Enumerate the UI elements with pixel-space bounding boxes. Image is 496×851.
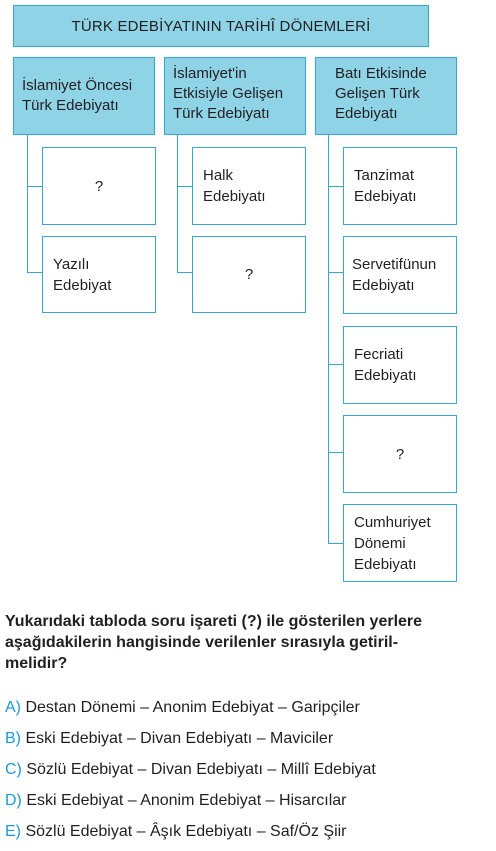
box-tanzimat: Tanzimat Edebiyatı (343, 147, 457, 225)
option-d[interactable]: D) Eski Edebiyat – Anonim Edebiyat – His… (5, 791, 347, 811)
box-text: ? (244, 266, 254, 283)
connector-line (328, 452, 343, 453)
box-text: Tanzimat (354, 167, 415, 184)
option-text: Sözlü Edebiyat – Divan Edebiyatı – Millî… (26, 761, 376, 778)
connector-line (328, 135, 329, 543)
header-western-influence: Batı Etkisinde Gelişen Türk Edebiyatı (315, 57, 457, 135)
box-republic-period: Cumhuriyet Dönemi Edebiyatı (343, 504, 457, 582)
box-text: Edebiyatı (354, 367, 417, 384)
connector-line (177, 135, 178, 272)
connector-line (27, 186, 42, 187)
box-servetifunun: Servetifünun Edebiyatı (343, 236, 457, 314)
connector-line (177, 272, 192, 273)
header-line: İslamiyet'in (173, 65, 247, 82)
option-c[interactable]: C) Sözlü Edebiyat – Divan Edebiyatı – Mi… (5, 760, 376, 780)
box-text: Yazılı (53, 255, 90, 273)
option-a[interactable]: A) Destan Dönemi – Anonim Edebiyat – Gar… (5, 698, 360, 718)
header-line: Türk Edebiyatı (173, 105, 270, 122)
header-line: İslamiyet Öncesi (22, 77, 133, 94)
question-line: aşağıdakilerin hangisinde verilenler sır… (5, 634, 399, 651)
box-text: Edebiyatı (352, 277, 415, 294)
diagram-title: TÜRK EDEBİYATININ TARİHÎ DÖNEMLERİ (13, 5, 429, 47)
box-text: Edebiyatı (354, 188, 417, 205)
box-text: Edebiyat (53, 276, 112, 294)
box-text: Cumhuriyet (354, 513, 431, 531)
header-line: Türk Edebiyatı (22, 97, 119, 114)
box-written-literature: Yazılı Edebiyat (42, 236, 156, 313)
question-line: Yukarıdaki tabloda soru işareti (?) ile … (5, 613, 423, 630)
option-letter: E) (5, 823, 21, 840)
header-line: Etkisiyle Gelişen (173, 85, 284, 102)
option-text: Destan Dönemi – Anonim Edebiyat – Garipç… (25, 699, 360, 716)
connector-line (328, 186, 343, 187)
option-b[interactable]: B) Eski Edebiyat – Divan Edebiyatı – Mav… (5, 729, 333, 749)
option-text: Eski Edebiyat – Divan Edebiyatı – Mavici… (25, 730, 334, 747)
box-text: Halk (203, 167, 234, 184)
connector-line (328, 364, 343, 365)
option-letter: A) (5, 699, 21, 716)
option-text: Sözlü Edebiyat – Âşık Edebiyatı – Saf/Öz… (25, 823, 347, 840)
option-e[interactable]: E) Sözlü Edebiyat – Âşık Edebiyatı – Saf… (5, 822, 347, 842)
connector-line (27, 135, 28, 272)
box-text: ? (94, 177, 104, 195)
header-line: Edebiyatı (335, 105, 398, 122)
box-fecriati: Fecriati Edebiyatı (343, 326, 457, 404)
header-pre-islamic: İslamiyet Öncesi Türk Edebiyatı (13, 57, 155, 135)
box-unknown-western: ? (343, 415, 457, 493)
box-text: Edebiyatı (203, 188, 266, 205)
box-text: Dönemi (354, 534, 406, 552)
option-text: Eski Edebiyat – Anonim Edebiyat – Hisarc… (26, 792, 347, 809)
connector-line (27, 272, 42, 273)
box-text: ? (395, 445, 405, 463)
box-unknown-pre-islamic: ? (42, 147, 156, 225)
question-text: Yukarıdaki tabloda soru işareti (?) ile … (5, 611, 493, 674)
option-letter: D) (5, 792, 22, 809)
option-letter: B) (5, 730, 21, 747)
box-text: Edebiyatı (354, 555, 417, 573)
box-text: Servetifünun (352, 256, 437, 273)
header-line: Gelişen Türk (335, 85, 420, 102)
connector-line (328, 272, 343, 273)
connector-line (328, 543, 343, 544)
box-text: Fecriati (354, 346, 404, 363)
box-folk-literature: Halk Edebiyatı (192, 147, 306, 225)
box-unknown-islamic: ? (192, 236, 306, 313)
header-line: Batı Etkisinde (335, 65, 427, 82)
connector-line (177, 186, 192, 187)
option-letter: C) (5, 761, 22, 778)
header-islamic-influence: İslamiyet'in Etkisiyle Gelişen Türk Edeb… (164, 57, 306, 135)
question-line: melidir? (5, 655, 68, 672)
